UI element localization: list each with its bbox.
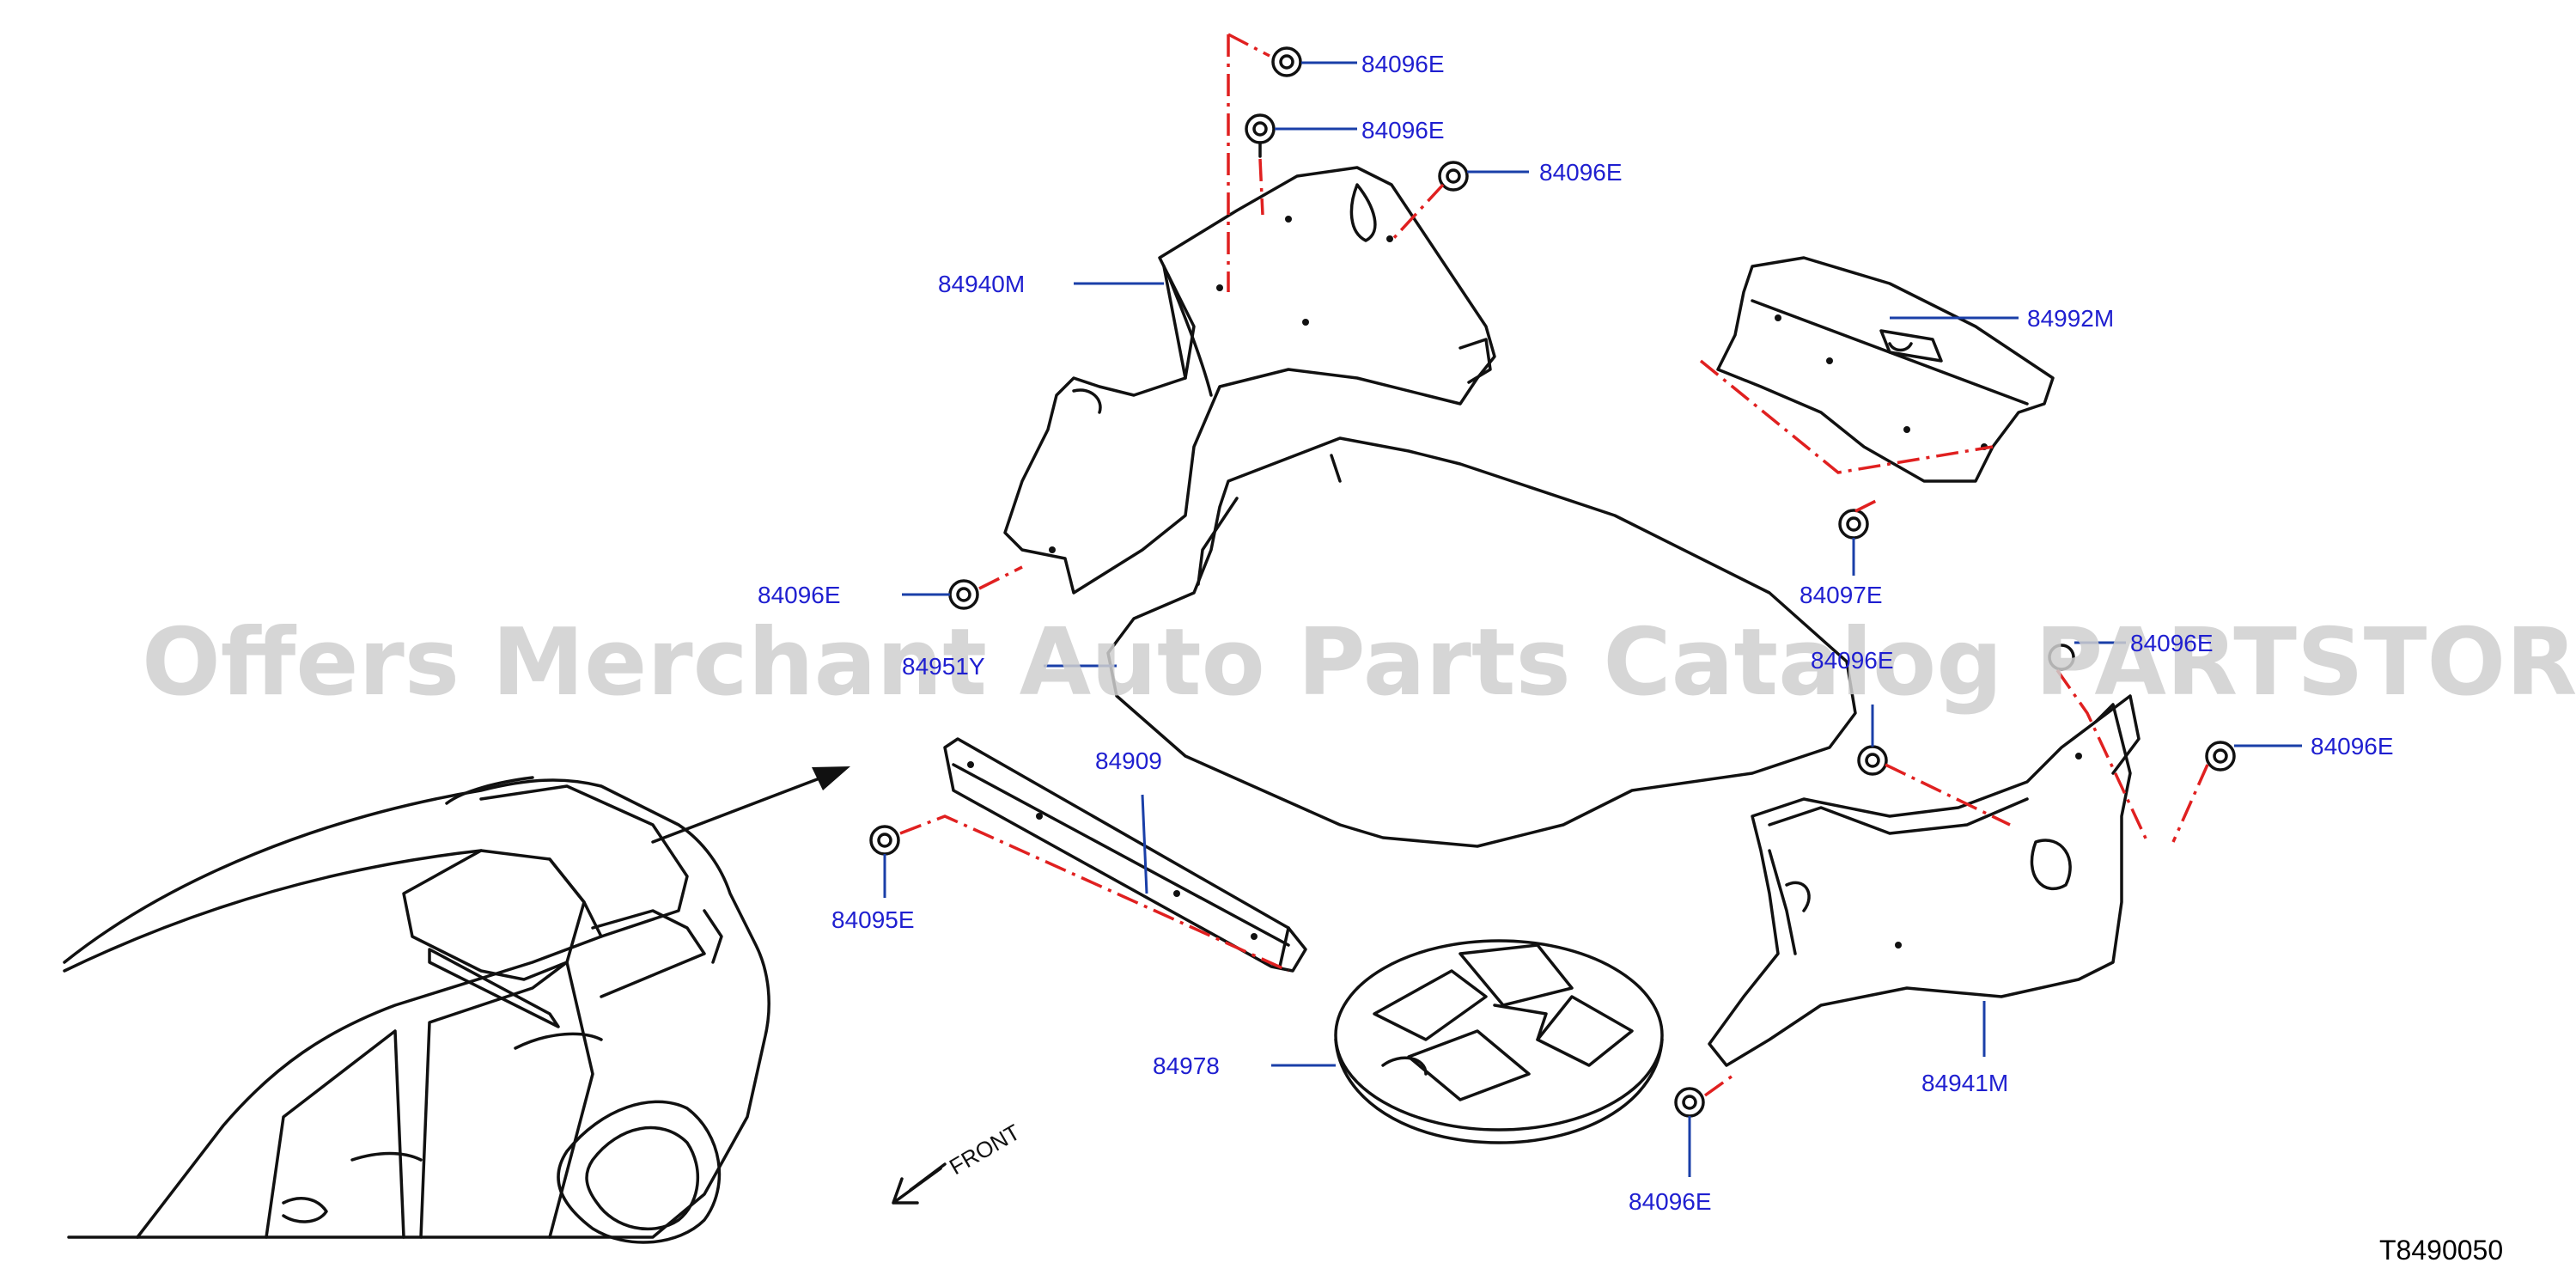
leader-lines	[883, 61, 2302, 1177]
rear-panel-finisher	[1716, 256, 2055, 483]
watermark-text: Offers Merchant Auto Parts Catalog PARTS…	[142, 609, 2576, 717]
label-84909[interactable]: 84909	[1095, 747, 1162, 774]
assembly-lines	[899, 33, 2209, 1097]
diagram-code: T8490050	[2379, 1235, 2503, 1266]
front-indicator: FRONT	[892, 1119, 1025, 1205]
spare-tire-box	[1334, 939, 1664, 1144]
label-84951y[interactable]: 84951Y	[902, 653, 985, 680]
label-84095e[interactable]: 84095E	[831, 906, 915, 933]
label-84097e[interactable]: 84097E	[1800, 582, 1883, 608]
label-84940m[interactable]: 84940M	[938, 271, 1025, 297]
label-84096e-mid[interactable]: 84096E	[1811, 647, 1894, 674]
trunk-side-trim-left	[1003, 166, 1496, 595]
trunk-floor-mat	[1106, 436, 1857, 848]
label-84096e-right[interactable]: 84096E	[2311, 733, 2394, 760]
label-84096e-top2[interactable]: 84096E	[1361, 117, 1445, 143]
label-84978[interactable]: 84978	[1153, 1052, 1220, 1079]
front-label: FRONT	[945, 1119, 1025, 1180]
label-84096e-top3[interactable]: 84096E	[1539, 159, 1623, 186]
rear-sill-plate	[943, 737, 1307, 973]
label-84992m[interactable]: 84992M	[2027, 305, 2114, 332]
label-84096e-bottom[interactable]: 84096E	[1629, 1188, 1712, 1215]
part-labels: 84096E 84096E 84096E 84940M 84992M 84096…	[758, 51, 2394, 1215]
car-illustration	[63, 766, 850, 1244]
label-84096e-right-top[interactable]: 84096E	[2130, 630, 2214, 656]
label-84096e-top1[interactable]: 84096E	[1361, 51, 1445, 77]
label-84941m[interactable]: 84941M	[1921, 1070, 2008, 1096]
label-84096e-left[interactable]: 84096E	[758, 582, 841, 608]
trunk-side-trim-right	[1708, 694, 2141, 1067]
